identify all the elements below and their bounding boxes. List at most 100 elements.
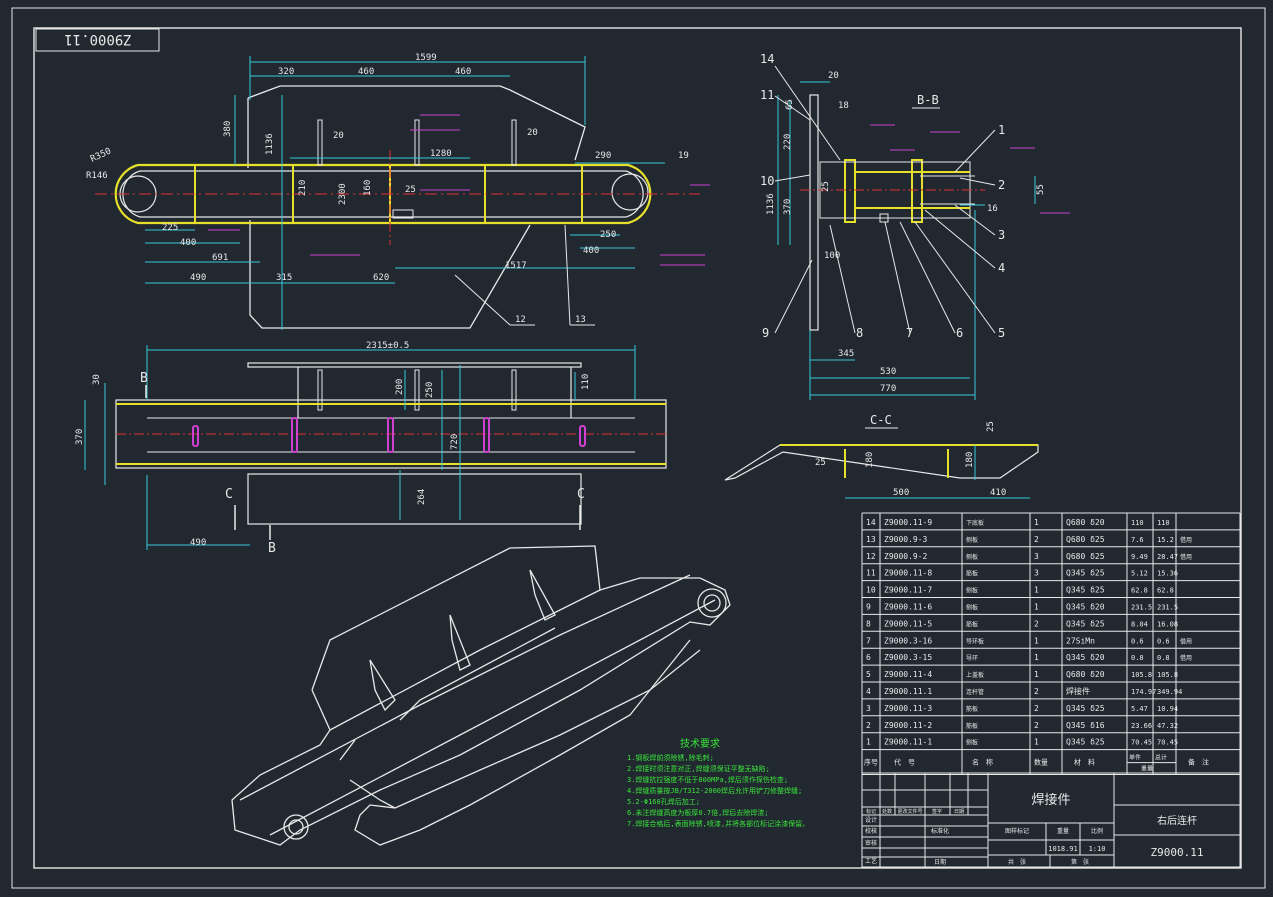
svg-text:Z9000.11: Z9000.11 bbox=[64, 31, 131, 47]
leader-14: 14 bbox=[760, 52, 774, 66]
dim-cc-25-b: 25 bbox=[815, 458, 826, 468]
bom-cell-no: 10 bbox=[866, 586, 876, 595]
bom-cell-name: 连杆管 bbox=[966, 688, 984, 696]
bom-cell-unit: 174.97 bbox=[1131, 688, 1156, 696]
bom-cell-no: 2 bbox=[866, 721, 871, 730]
leader-9: 9 bbox=[762, 326, 769, 340]
dim-320: 320 bbox=[278, 67, 294, 77]
bom-cell-mat: Q345 δ25 bbox=[1066, 619, 1105, 628]
dim-bb-370: 370 bbox=[783, 199, 793, 215]
role-check: 校核 bbox=[865, 827, 877, 835]
inner-frame bbox=[33, 27, 1242, 869]
bom-cell-no: 9 bbox=[866, 603, 871, 612]
bom-cell-qty: 1 bbox=[1034, 518, 1039, 527]
bom-cell-mat: Q345 δ25 bbox=[1066, 704, 1105, 713]
weight-label: 重量 bbox=[1057, 827, 1069, 835]
scale-label: 比例 bbox=[1091, 827, 1103, 835]
bom-cell-unit: 8.04 bbox=[1131, 620, 1148, 628]
bom-cell-total: 10.94 bbox=[1157, 705, 1178, 713]
bom-cell-code: Z9000.11-7 bbox=[884, 586, 932, 595]
leader-5: 5 bbox=[998, 326, 1005, 340]
part-name: 焊接件 bbox=[1031, 792, 1070, 808]
tb-count: 处数 bbox=[882, 808, 892, 815]
note-line-2: 2.焊接时须注意对正,焊缝须保证平整无缺陷; bbox=[627, 764, 770, 773]
drawing-code: Z9000.11 bbox=[1151, 846, 1204, 859]
bom-cell-note: 借用 bbox=[1180, 536, 1192, 544]
bom-cell-no: 11 bbox=[866, 569, 876, 578]
bom-cell-unit: 0.6 bbox=[1131, 637, 1144, 645]
bom-cell-total: 28.47 bbox=[1157, 553, 1178, 561]
bom-cell-mat: Q345 δ25 bbox=[1066, 738, 1105, 747]
dim-315: 315 bbox=[276, 273, 292, 283]
section-c-right: C bbox=[577, 487, 585, 502]
dim-1136: 1136 bbox=[265, 133, 275, 155]
note-line-3: 3.焊缝抗拉强度不低于800MPa,焊后须作探伤检查; bbox=[627, 775, 788, 784]
bom-cell-qty: 3 bbox=[1034, 569, 1039, 578]
standardization-label: 标准化 bbox=[931, 827, 949, 835]
outer-frame bbox=[11, 7, 1266, 889]
bom-cell-name: 侧板 bbox=[966, 739, 978, 747]
section-cc-view: C-C 25 25 180 180 500 410 bbox=[724, 413, 1039, 499]
part-label-13: 13 bbox=[575, 315, 586, 325]
tb-change-doc: 更改文件号 bbox=[897, 808, 922, 815]
dim-cc-410: 410 bbox=[990, 488, 1006, 498]
bom-cell-name: 导环 bbox=[966, 655, 978, 662]
dim-r146: R146 bbox=[86, 171, 108, 181]
bom-cell-unit: 5.12 bbox=[1131, 570, 1148, 578]
dim-110: 110 bbox=[581, 374, 591, 390]
bom-cell-code: Z9000.3-15 bbox=[884, 653, 932, 662]
bom-cell-qty: 2 bbox=[1034, 704, 1039, 713]
bom-cell-note: 借用 bbox=[1180, 654, 1192, 662]
dim-cc-180-b: 180 bbox=[965, 452, 975, 468]
dim-bb-1136: 1136 bbox=[766, 193, 776, 215]
sheet-label: 第 张 bbox=[1071, 858, 1089, 866]
dim-19: 19 bbox=[678, 151, 689, 161]
bom-header-note: 备 注 bbox=[1188, 758, 1209, 767]
technical-notes: 技术要求 1.钢板焊前须除锈,除毛刺; 2.焊接时须注意对正,焊缝须保证平整无缺… bbox=[627, 737, 809, 828]
bom-cell-name: 筋板 bbox=[966, 705, 978, 713]
dim-691: 691 bbox=[212, 253, 228, 263]
bom-cell-code: Z9000.11-1 bbox=[884, 738, 932, 747]
bom-cell-unit: 23.66 bbox=[1131, 722, 1152, 730]
dim-bb-770: 770 bbox=[880, 384, 896, 394]
bom-cell-unit: 110 bbox=[1131, 519, 1144, 527]
bom-cell-qty: 1 bbox=[1034, 670, 1039, 679]
dim-bb-345: 345 bbox=[838, 349, 854, 359]
dim-bb-55: 55 bbox=[1036, 184, 1046, 195]
bom-cell-note: 借用 bbox=[1180, 553, 1192, 561]
dim-cc-500: 500 bbox=[893, 488, 909, 498]
notes-title: 技术要求 bbox=[680, 737, 720, 750]
bom-cell-qty: 1 bbox=[1034, 653, 1039, 662]
bom-cell-mat: Q345 δ20 bbox=[1066, 603, 1105, 612]
tb-sign: 签字 bbox=[932, 808, 942, 815]
bom-cell-no: 5 bbox=[866, 670, 871, 679]
bom-cell-name: 导环板 bbox=[966, 637, 984, 645]
scale-value: 1:10 bbox=[1089, 845, 1106, 853]
dim-400-b: 400 bbox=[583, 246, 599, 256]
dim-2300: 2300 bbox=[338, 183, 348, 205]
section-b-lower: B bbox=[268, 541, 276, 556]
bom-cell-qty: 1 bbox=[1034, 738, 1039, 747]
bom-cell-code: Z9000.9-2 bbox=[884, 552, 928, 561]
dim-bb-100: 100 bbox=[824, 251, 840, 261]
dim-25: 25 bbox=[405, 185, 416, 195]
bom-cell-unit: 0.8 bbox=[1131, 654, 1144, 662]
dim-bb-20: 20 bbox=[828, 71, 839, 81]
bom-cell-code: Z9000.11.1 bbox=[884, 687, 932, 696]
dim-250-b: 250 bbox=[425, 382, 435, 398]
dim-bb-220: 220 bbox=[783, 134, 793, 150]
title-block bbox=[861, 772, 1241, 868]
bom-cell-note: 借用 bbox=[1180, 637, 1192, 645]
bom-cell-no: 14 bbox=[866, 518, 876, 527]
section-cc-title: C-C bbox=[870, 413, 892, 427]
dim-2315: 2315±0.5 bbox=[366, 341, 409, 351]
bom-cell-name: 侧板 bbox=[966, 553, 978, 561]
bom-cell-no: 13 bbox=[866, 535, 876, 544]
dim-1280: 1280 bbox=[430, 149, 452, 159]
bom-cell-total: 0.6 bbox=[1157, 637, 1170, 645]
bom-cell-name: 下底板 bbox=[966, 519, 984, 527]
assembly-name: 右后连杆 bbox=[1157, 814, 1197, 827]
bom-cell-code: Z9000.11-3 bbox=[884, 704, 932, 713]
